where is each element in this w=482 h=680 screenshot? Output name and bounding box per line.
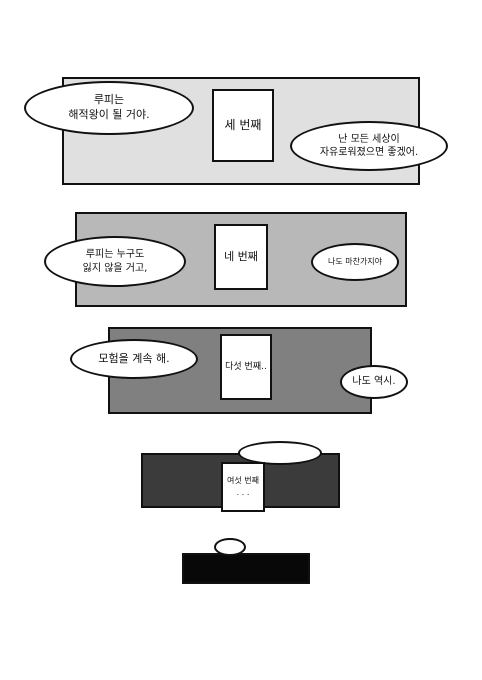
panel-2-speech-left-text: 루피는 누구도 잃지 않을 거고, — [82, 249, 148, 274]
panel-2-speech-bubble-right: 나도 마찬가지야 — [311, 243, 399, 281]
panel-3-speech-left-text: 모험을 계속 해. — [98, 351, 170, 365]
panel-4-empty-speech-bubble — [238, 441, 322, 465]
panel-1-caption-text: 세 번째 — [224, 118, 262, 133]
panel-2-caption-text: 네 번째 — [224, 250, 258, 264]
panel-3-speech-bubble-right: 나도 역시. — [340, 365, 408, 399]
panel-5-empty-speech-bubble — [214, 538, 246, 556]
panel-3-speech-bubble-left: 모험을 계속 해. — [70, 339, 198, 379]
panel-1-speech-bubble-right: 난 모든 세상이 자유로워졌으면 좋겠어. — [290, 121, 448, 171]
panel-3-caption-card: 다섯 번째.. — [220, 334, 272, 400]
panel-1-caption-card: 세 번째 — [212, 89, 274, 162]
panel-2-speech-bubble-left: 루피는 누구도 잃지 않을 거고, — [44, 236, 186, 287]
panel-3-speech-right-text: 나도 역시. — [352, 376, 396, 388]
comic-panel-5 — [182, 553, 310, 584]
panel-2-speech-right-text: 나도 마찬가지야 — [327, 256, 383, 266]
panel-4-caption-card: 여섯 번째 . . . — [221, 462, 265, 512]
panel-4-caption-text: 여섯 번째 — [227, 476, 259, 486]
panel-3-caption-text: 다섯 번째.. — [225, 361, 267, 372]
panel-1-speech-bubble-left: 루피는 해적왕이 될 거야. — [24, 81, 194, 135]
panel-1-speech-left-text: 루피는 해적왕이 될 거야. — [68, 93, 150, 121]
panel-1-speech-right-text: 난 모든 세상이 자유로워졌으면 좋겠어. — [319, 133, 419, 159]
panel-4-caption-ellipsis: . . . — [236, 488, 250, 497]
panel-2-caption-card: 네 번째 — [214, 224, 268, 290]
